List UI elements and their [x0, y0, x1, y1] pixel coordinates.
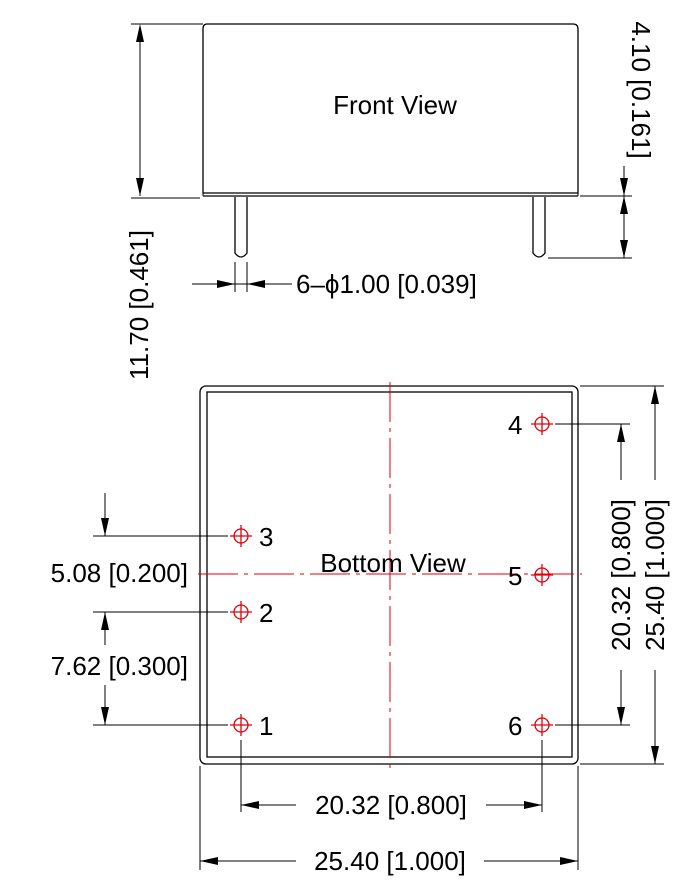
pin-3: 3 [230, 522, 273, 552]
pitch-1-2-dim: 7.62 [0.300] [51, 651, 188, 681]
pin-2-label: 2 [259, 598, 273, 628]
pin-4-label: 4 [508, 410, 522, 440]
front-pin-left [234, 197, 248, 258]
bottom-view: Bottom View 3 2 1 4 [51, 382, 670, 876]
pin-6: 6 [508, 711, 553, 741]
row-spacing-v-dim: 20.32 [0.800] [606, 499, 636, 651]
pin-1: 1 [230, 711, 273, 741]
width-dim: 25.40 [1.000] [314, 846, 466, 876]
pin-2: 2 [230, 598, 273, 628]
row-spacing-h-dim: 20.32 [0.800] [315, 790, 467, 820]
front-view: Front View 11.70 [0.461] 4.10 [0.161] 6–… [124, 21, 656, 380]
bottom-view-outer [199, 385, 579, 765]
front-pin-right [532, 197, 546, 258]
pin-3-label: 3 [259, 522, 273, 552]
pin-4: 4 [508, 410, 553, 440]
pitch-2-3-dim: 5.08 [0.200] [51, 558, 188, 588]
height-dim: 25.40 [1.000] [640, 499, 670, 651]
pin-6-label: 6 [508, 711, 522, 741]
pin-height-dim: 4.10 [0.161] [626, 21, 656, 158]
pin-5: 5 [508, 561, 553, 591]
bottom-view-label: Bottom View [320, 548, 466, 578]
pin-5-label: 5 [508, 561, 522, 591]
front-view-label: Front View [333, 90, 457, 120]
pin-diameter-dim: 6–ϕ1.00 [0.039] [296, 269, 477, 299]
overall-height-dim: 11.70 [0.461] [124, 230, 154, 380]
pin-1-label: 1 [259, 711, 273, 741]
